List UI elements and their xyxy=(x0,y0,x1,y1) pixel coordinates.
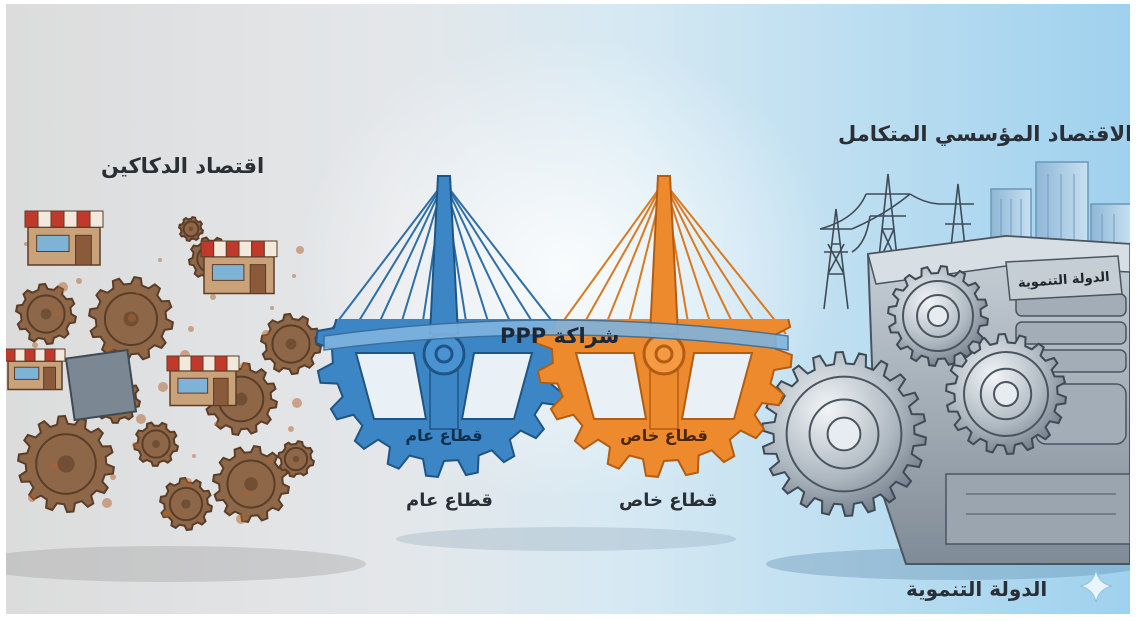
steel-gear-icon xyxy=(761,265,1067,518)
center-shadow xyxy=(396,527,736,551)
ppp-bridge: قطاع عام قطاع خاص xyxy=(315,175,793,478)
sparkle-icon xyxy=(1079,569,1113,603)
illustration-frame: الدولة التنموية قطاع عام قطاع خاص اقتصاد… xyxy=(6,4,1130,614)
orange-gear-label: قطاع خاص xyxy=(620,426,708,445)
machine-name-plate: الدولة التنموية xyxy=(1005,255,1123,301)
blue-gear-label: قطاع عام xyxy=(405,426,482,445)
private-sector-gear xyxy=(535,319,793,478)
private-sector-caption: قطاع خاص xyxy=(619,490,718,511)
left-shadow xyxy=(6,546,366,582)
machine-plate-label: الدولة التنموية xyxy=(1017,270,1110,291)
bridge-deck xyxy=(323,319,789,351)
shop-icon xyxy=(6,210,278,422)
left-title: اقتصاد الدكاكين xyxy=(101,154,265,178)
scene-illustration: الدولة التنموية قطاع عام قطاع خاص xyxy=(6,4,1130,614)
public-sector-caption: قطاع عام xyxy=(406,490,493,511)
bottom-caption: الدولة التنموية xyxy=(906,577,1048,601)
center-glow xyxy=(266,34,866,554)
ppp-label: شراكة PPP xyxy=(500,324,620,348)
right-title: الاقتصاد المؤسسي المتكامل xyxy=(838,122,1130,146)
